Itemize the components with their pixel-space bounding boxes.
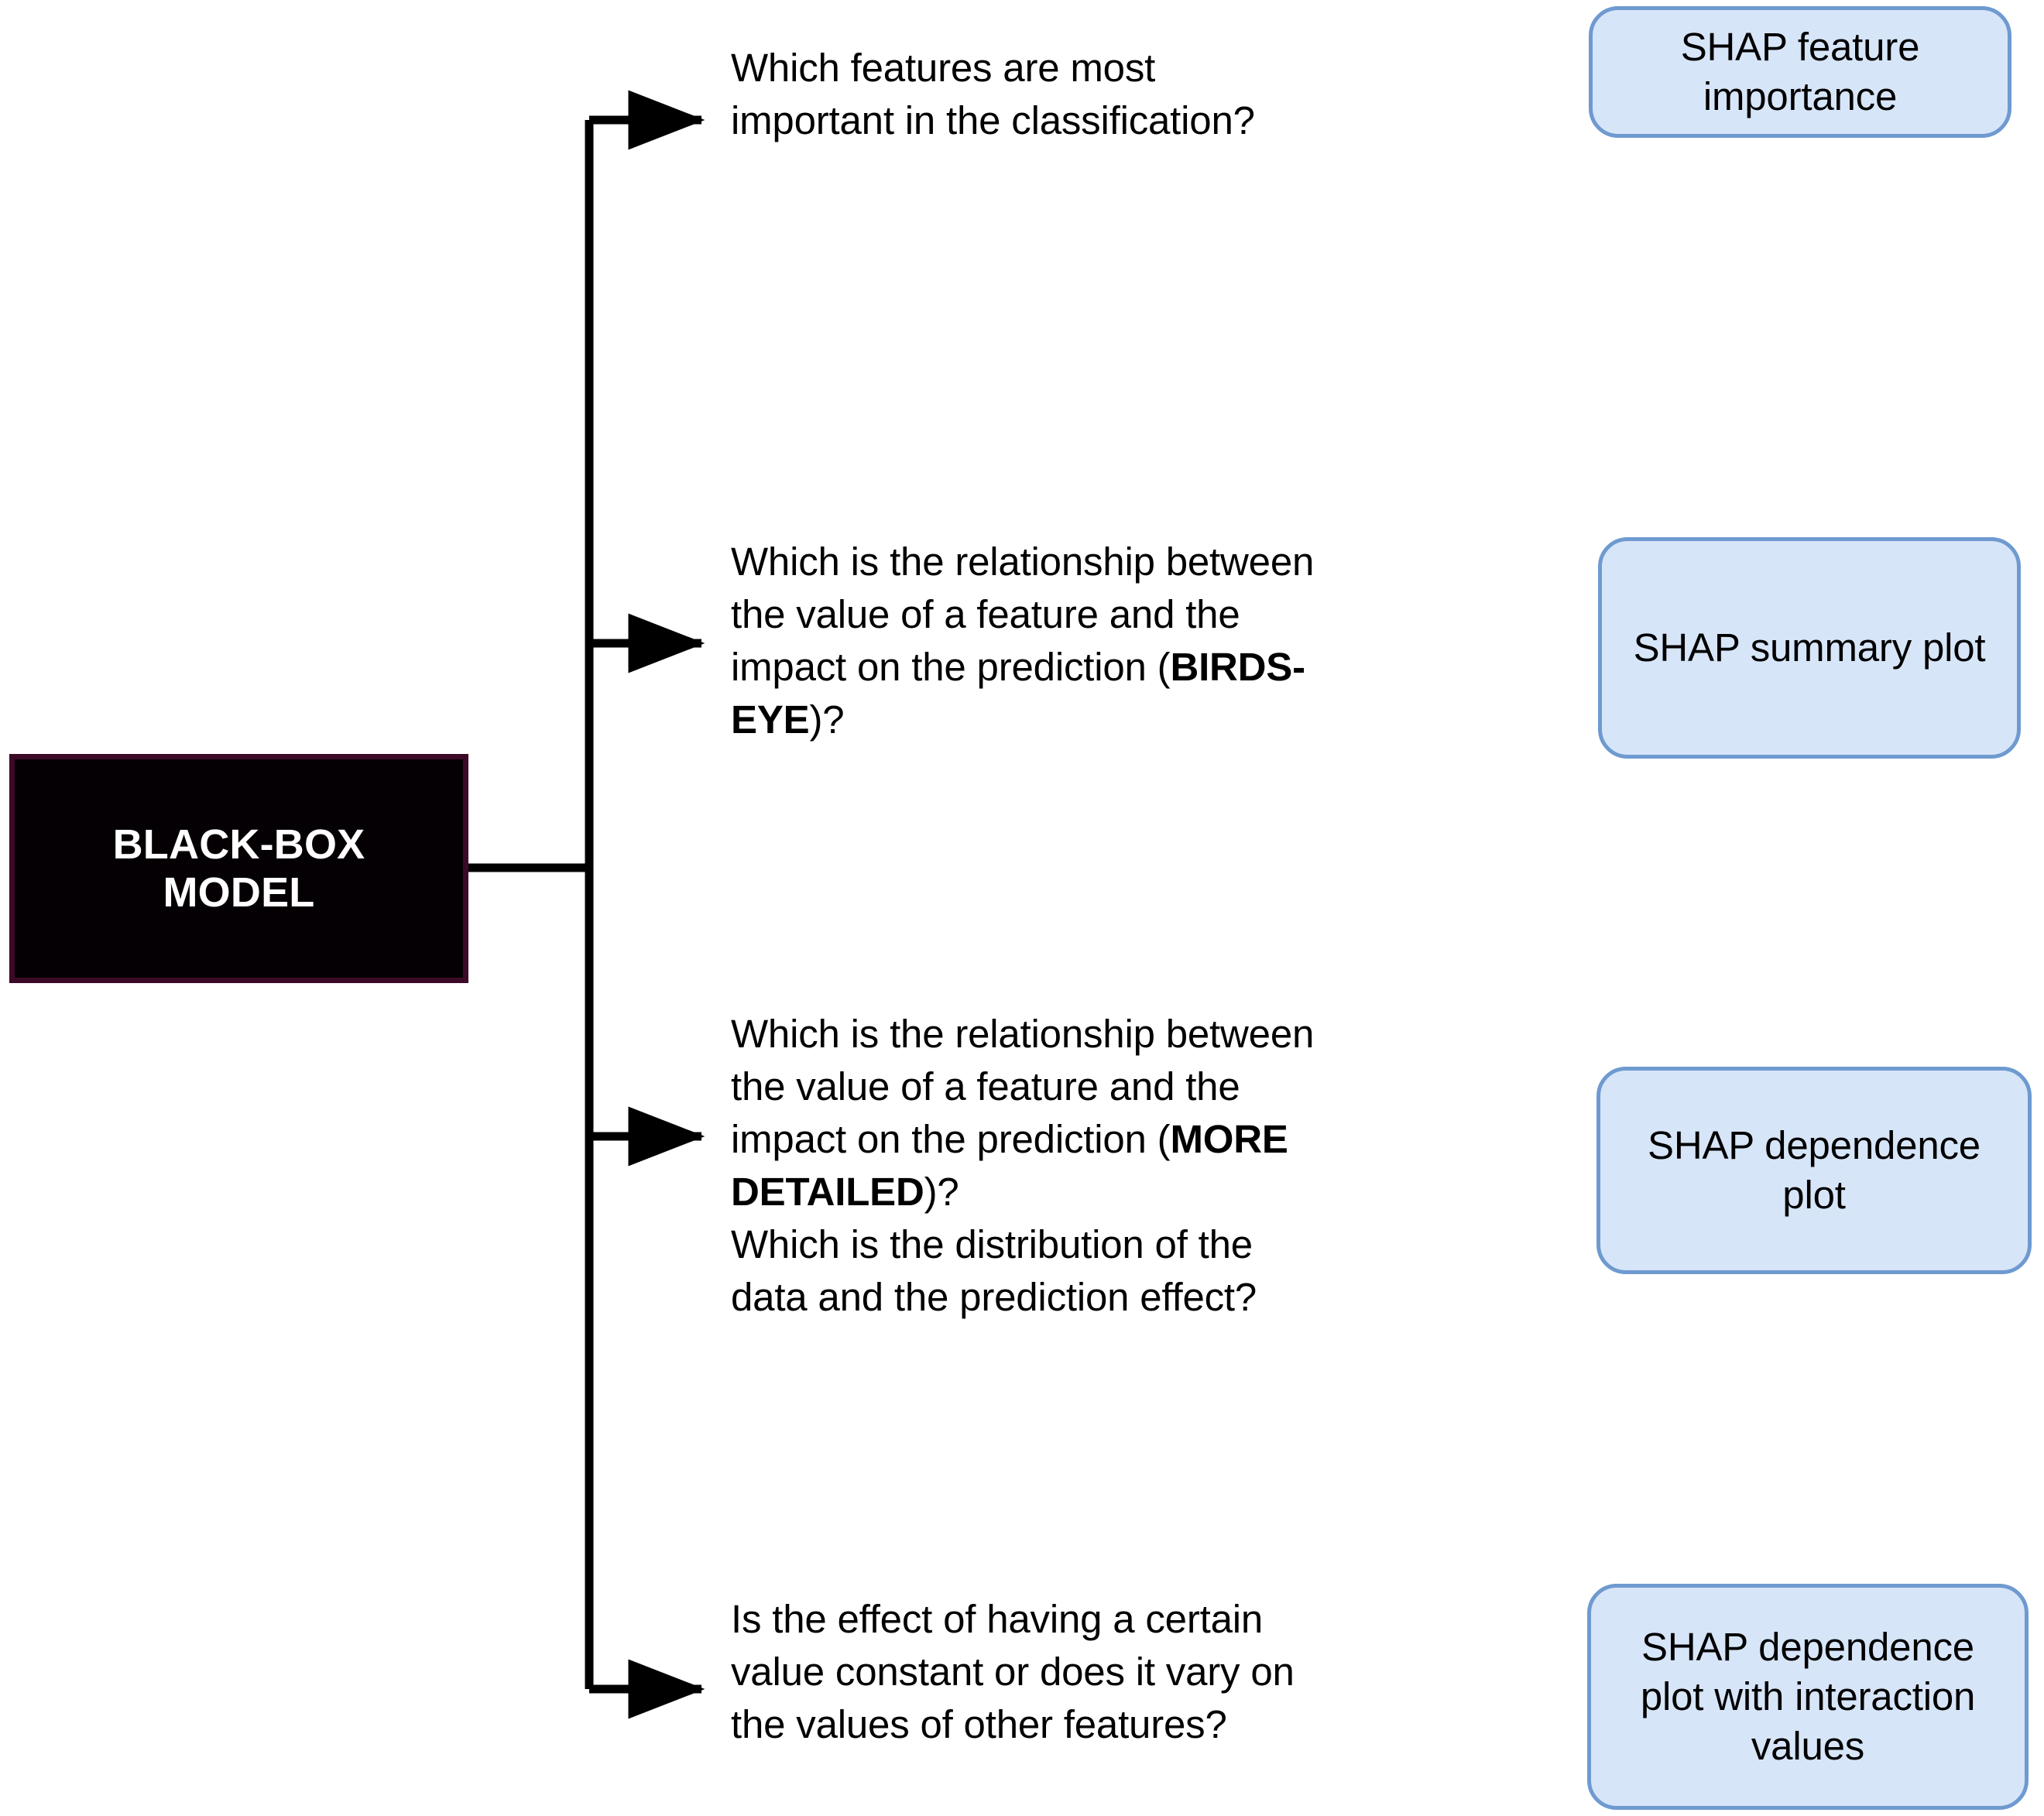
question-segment: the values of other features?: [731, 1702, 1227, 1746]
question-segment: the value of a feature and the: [731, 592, 1240, 636]
question-segment: Which is the relationship between: [731, 540, 1315, 584]
question-segment: important in the classification?: [731, 98, 1255, 142]
question-segment: impact on the prediction (: [731, 1117, 1171, 1161]
question-segment: data and the prediction effect?: [731, 1275, 1257, 1319]
question-text-2: Which is the relationship between the val…: [731, 536, 1420, 746]
question-line: data and the prediction effect?: [731, 1271, 1420, 1324]
question-emphasis: MORE: [1170, 1117, 1288, 1161]
shap-result-label-4: SHAP dependence plot with interaction va…: [1640, 1625, 1976, 1768]
question-segment: Which features are most: [731, 46, 1156, 90]
question-line: impact on the prediction (MORE: [731, 1113, 1420, 1166]
question-line: Which is the distribution of the: [731, 1218, 1420, 1271]
question-segment: value constant or does it vary on: [731, 1650, 1295, 1694]
shap-result-box-feature-importance[interactable]: SHAP feature importance: [1589, 6, 2011, 138]
question-emphasis: EYE: [731, 697, 810, 742]
question-line: important in the classification?: [731, 94, 1319, 147]
question-line: Is the effect of having a certain: [731, 1593, 1412, 1646]
shap-result-box-dependence-plot[interactable]: SHAP dependence plot: [1596, 1067, 2032, 1274]
shap-result-label-2: SHAP summary plot: [1633, 625, 1986, 670]
question-line: DETAILED)?: [731, 1166, 1420, 1218]
shap-result-label-3: SHAP dependence plot: [1648, 1123, 1981, 1217]
question-line: the values of other features?: [731, 1698, 1412, 1751]
black-box-model-node[interactable]: BLACK-BOX MODEL: [9, 754, 468, 983]
question-segment: Is the effect of having a certain: [731, 1597, 1264, 1641]
question-segment: Which is the relationship between: [731, 1012, 1315, 1056]
question-text-4: Is the effect of having a certain value c…: [731, 1593, 1412, 1751]
question-line: the value of a feature and the: [731, 588, 1420, 641]
question-line: value constant or does it vary on: [731, 1646, 1412, 1698]
shap-result-label-1: SHAP feature importance: [1680, 25, 1920, 118]
black-box-model-label: BLACK-BOX MODEL: [112, 821, 365, 916]
question-segment: impact on the prediction (: [731, 645, 1171, 689]
question-segment: )?: [809, 697, 845, 742]
question-line: Which is the relationship between: [731, 1008, 1420, 1060]
question-line: EYE)?: [731, 694, 1420, 746]
shap-result-box-dependence-plot-interaction[interactable]: SHAP dependence plot with interaction va…: [1587, 1584, 2029, 1810]
question-line: the value of a feature and the: [731, 1060, 1420, 1113]
question-text-1: Which features are most important in the …: [731, 42, 1319, 147]
question-text-3: Which is the relationship between the val…: [731, 1008, 1420, 1324]
question-emphasis: DETAILED: [731, 1170, 924, 1214]
question-segment: the value of a feature and the: [731, 1064, 1240, 1108]
question-line: Which is the relationship between: [731, 536, 1420, 588]
question-segment: )?: [924, 1170, 959, 1214]
question-segment: Which is the distribution of the: [731, 1222, 1253, 1266]
question-emphasis: BIRDS-: [1170, 645, 1305, 689]
question-line: Which features are most: [731, 42, 1319, 94]
shap-result-box-summary-plot[interactable]: SHAP summary plot: [1598, 537, 2021, 759]
question-line: impact on the prediction (BIRDS-: [731, 641, 1420, 694]
